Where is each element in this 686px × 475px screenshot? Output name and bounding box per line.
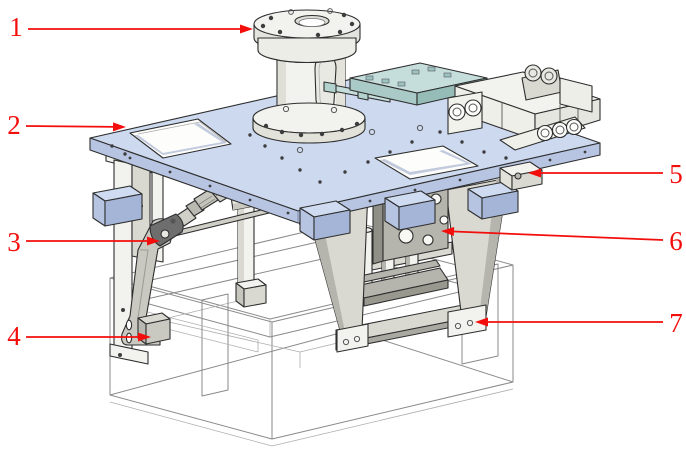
callout-arrowhead-7 xyxy=(475,317,488,327)
callout-line-2 xyxy=(25,125,117,128)
callout-label-5: 5 xyxy=(669,159,683,189)
guide-block-b1 xyxy=(299,200,351,241)
callout-label-1: 1 xyxy=(9,12,23,42)
port-bar xyxy=(499,116,586,151)
callout-label-7: 7 xyxy=(669,308,683,338)
callout-arrowhead-4 xyxy=(138,332,151,342)
callout-arrowhead-1 xyxy=(240,24,253,34)
valve-manifold xyxy=(447,64,601,151)
callout-label-6: 6 xyxy=(669,226,683,256)
stopper-clamp xyxy=(499,161,543,191)
callout-line-6 xyxy=(450,230,664,241)
guide-blocks xyxy=(92,161,543,241)
callouts: 1 2 3 4 5 6 7 xyxy=(7,12,683,351)
callout-label-4: 4 xyxy=(7,321,21,351)
callout-arrowhead-2 xyxy=(112,122,126,132)
channel-foot xyxy=(109,343,149,365)
callout-label-3: 3 xyxy=(7,227,21,257)
callout-arrowhead-5 xyxy=(528,168,541,178)
guide-block-b2 xyxy=(384,190,436,231)
plate-cutout-middle xyxy=(374,145,479,180)
callout-label-2: 2 xyxy=(7,110,21,140)
callout-arrowhead-6 xyxy=(441,227,455,237)
leg-foot-left xyxy=(336,323,369,353)
plate-cutout-left xyxy=(129,118,232,159)
robot-flange-cylinder xyxy=(252,8,366,144)
solenoid-coils xyxy=(521,64,563,101)
guide-block-left xyxy=(92,185,143,227)
callout-arrowhead-3 xyxy=(147,236,160,246)
